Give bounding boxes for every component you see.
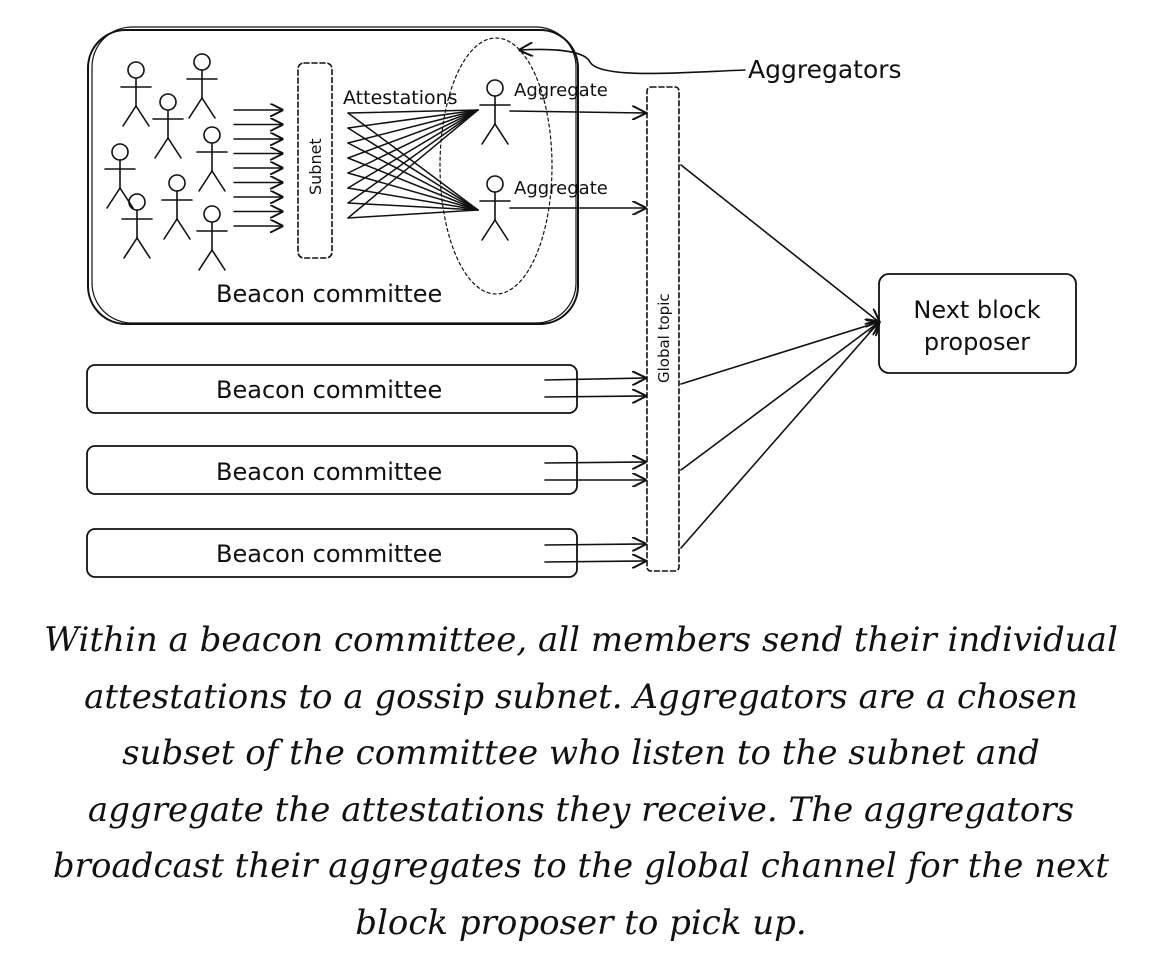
validator-figure [152, 93, 184, 159]
aggregate-arrow-1 [509, 111, 645, 113]
attestation-line [347, 109, 479, 219]
main-committee-label: Beacon committee [216, 280, 442, 308]
attestation-line [347, 209, 479, 219]
proposer-line [680, 322, 879, 549]
aggregators-label: Aggregators [748, 55, 902, 84]
proposer-label-line1: Next block [913, 296, 1040, 324]
validator-figure [104, 143, 136, 209]
aggregate-label-1: Aggregate [514, 80, 608, 101]
attestation-line [347, 172, 479, 211]
validator-figure [121, 193, 153, 259]
attestations-label: Attestations [343, 87, 458, 109]
global-topic-box [646, 86, 680, 572]
attestation-line [347, 187, 479, 211]
attestation-line [347, 157, 479, 211]
attestation-line [347, 109, 479, 174]
attestation-line [347, 127, 479, 211]
aggregate-label-2: Aggregate [514, 178, 608, 199]
committee-label-3: Beacon committee [216, 540, 442, 568]
aggregator-figure [479, 175, 511, 241]
committee-label-2: Beacon committee [216, 458, 442, 486]
main-committee-box [87, 26, 579, 325]
subnet-label: Subnet [306, 138, 325, 195]
committee-box-1: Beacon committee [86, 364, 645, 414]
committee-label-1: Beacon committee [216, 376, 442, 404]
attestation-line [347, 109, 479, 144]
committee-box-3: Beacon committee [86, 528, 645, 578]
attestation-line [347, 109, 479, 114]
global-topic-to-proposer-lines [680, 164, 879, 549]
attestation-lines [347, 109, 479, 219]
validator-figure [120, 61, 152, 127]
committee-aggregation-diagram: Beacon committee Subnet Attestations Agg… [86, 26, 1077, 578]
figure-caption: Within a beacon committee, all members s… [44, 620, 1118, 943]
subnet-box [297, 62, 333, 259]
attestation-line [347, 202, 479, 211]
validator-figure [161, 174, 193, 240]
global-topic-label: Global topic [655, 293, 673, 383]
aggregators-pointer [520, 50, 746, 75]
next-block-proposer-box: Next block proposer [878, 273, 1077, 374]
proposer-label-line2: proposer [924, 328, 1030, 356]
attestation-line [347, 109, 479, 129]
member-to-subnet-arrows [233, 110, 282, 226]
attestation-line [347, 109, 479, 189]
proposer-line [680, 164, 879, 322]
proposer-line [680, 322, 879, 471]
attestation-line [347, 112, 479, 211]
attestation-line [347, 109, 479, 159]
aggregator-figure [479, 79, 511, 145]
validator-figure [196, 205, 228, 271]
attestation-line [347, 142, 479, 211]
validator-figure [186, 53, 218, 119]
proposer-line [680, 322, 879, 385]
validator-figure [196, 126, 228, 192]
validator-group [104, 53, 511, 271]
attestation-line [347, 109, 479, 204]
committee-box-2: Beacon committee [86, 445, 645, 495]
aggregators-ellipse [439, 37, 553, 295]
